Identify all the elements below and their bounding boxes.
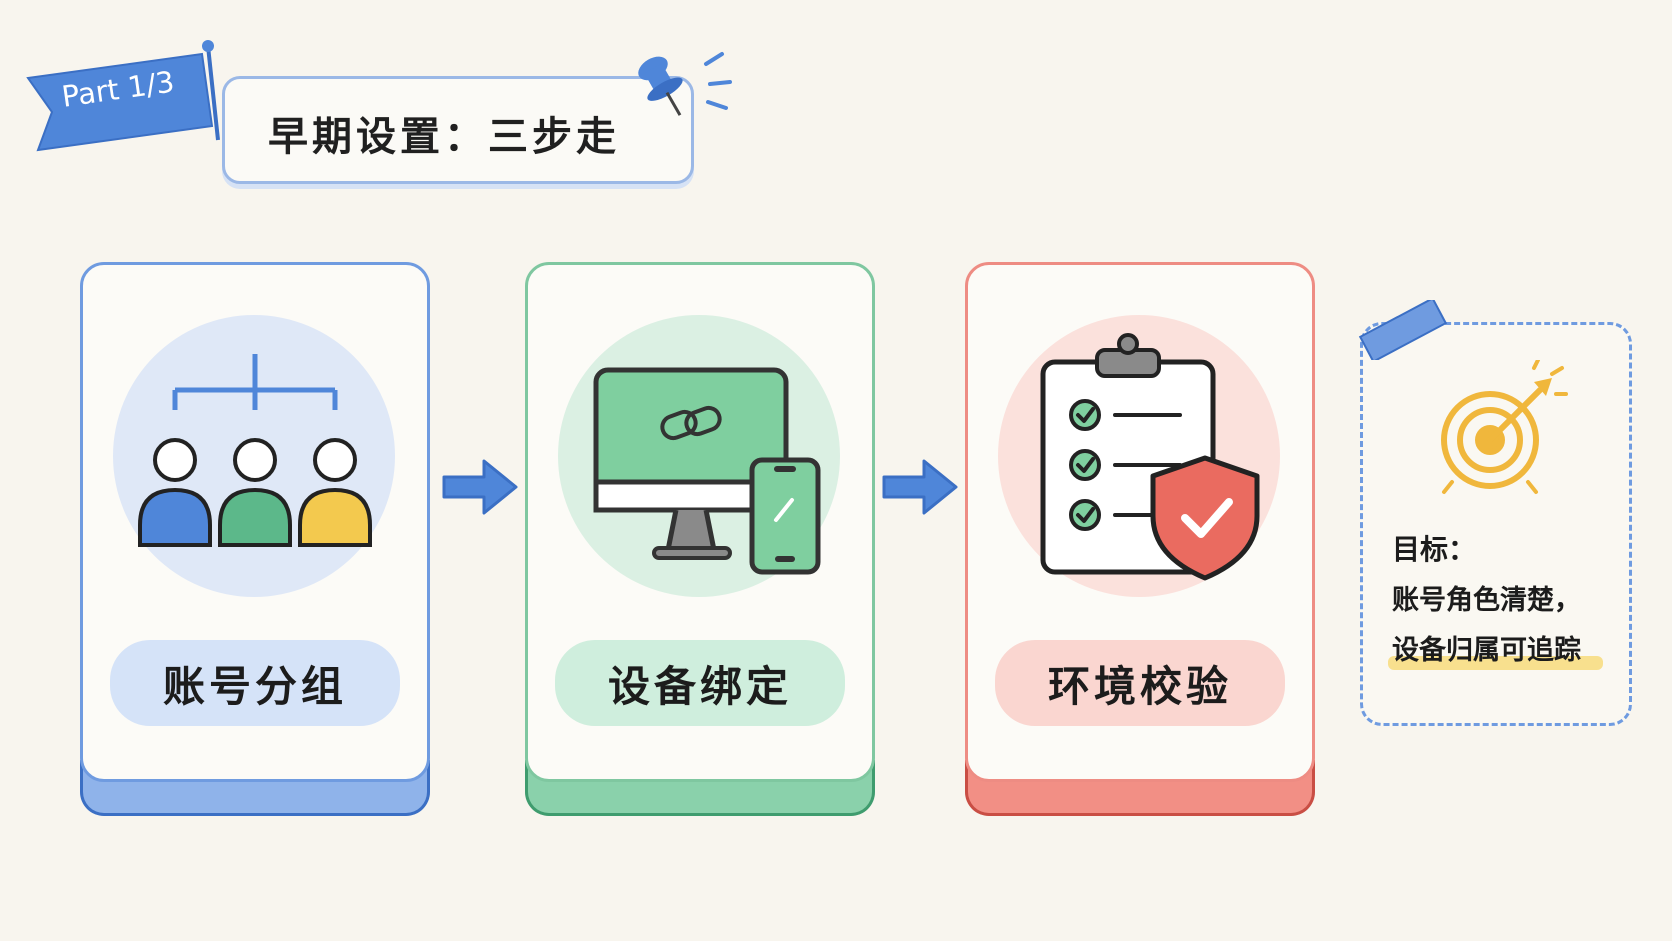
part-ribbon <box>26 40 220 152</box>
step-label-1: 账号分组 <box>110 640 400 726</box>
page-title: 早期设置：三步走 <box>268 114 620 160</box>
title-box <box>222 76 694 184</box>
goal-title: 目标： <box>1392 533 1477 566</box>
arrow-right-icon <box>442 459 518 515</box>
tape-icon <box>1358 300 1448 360</box>
linked-devices-icon <box>593 367 821 575</box>
goal-line-1: 账号角色清楚， <box>1392 585 1581 616</box>
target-icon <box>1441 360 1568 494</box>
step-label-2: 设备绑定 <box>555 640 845 726</box>
goal-highlight <box>1388 656 1603 670</box>
step-label-3: 环境校验 <box>995 640 1285 726</box>
arrow-right-icon <box>882 459 958 515</box>
goal-line-2: 设备归属可追踪 <box>1392 635 1581 666</box>
pushpin-icon <box>638 52 732 116</box>
org-chart-users-icon <box>138 354 372 547</box>
checklist-shield-icon <box>1040 333 1260 581</box>
